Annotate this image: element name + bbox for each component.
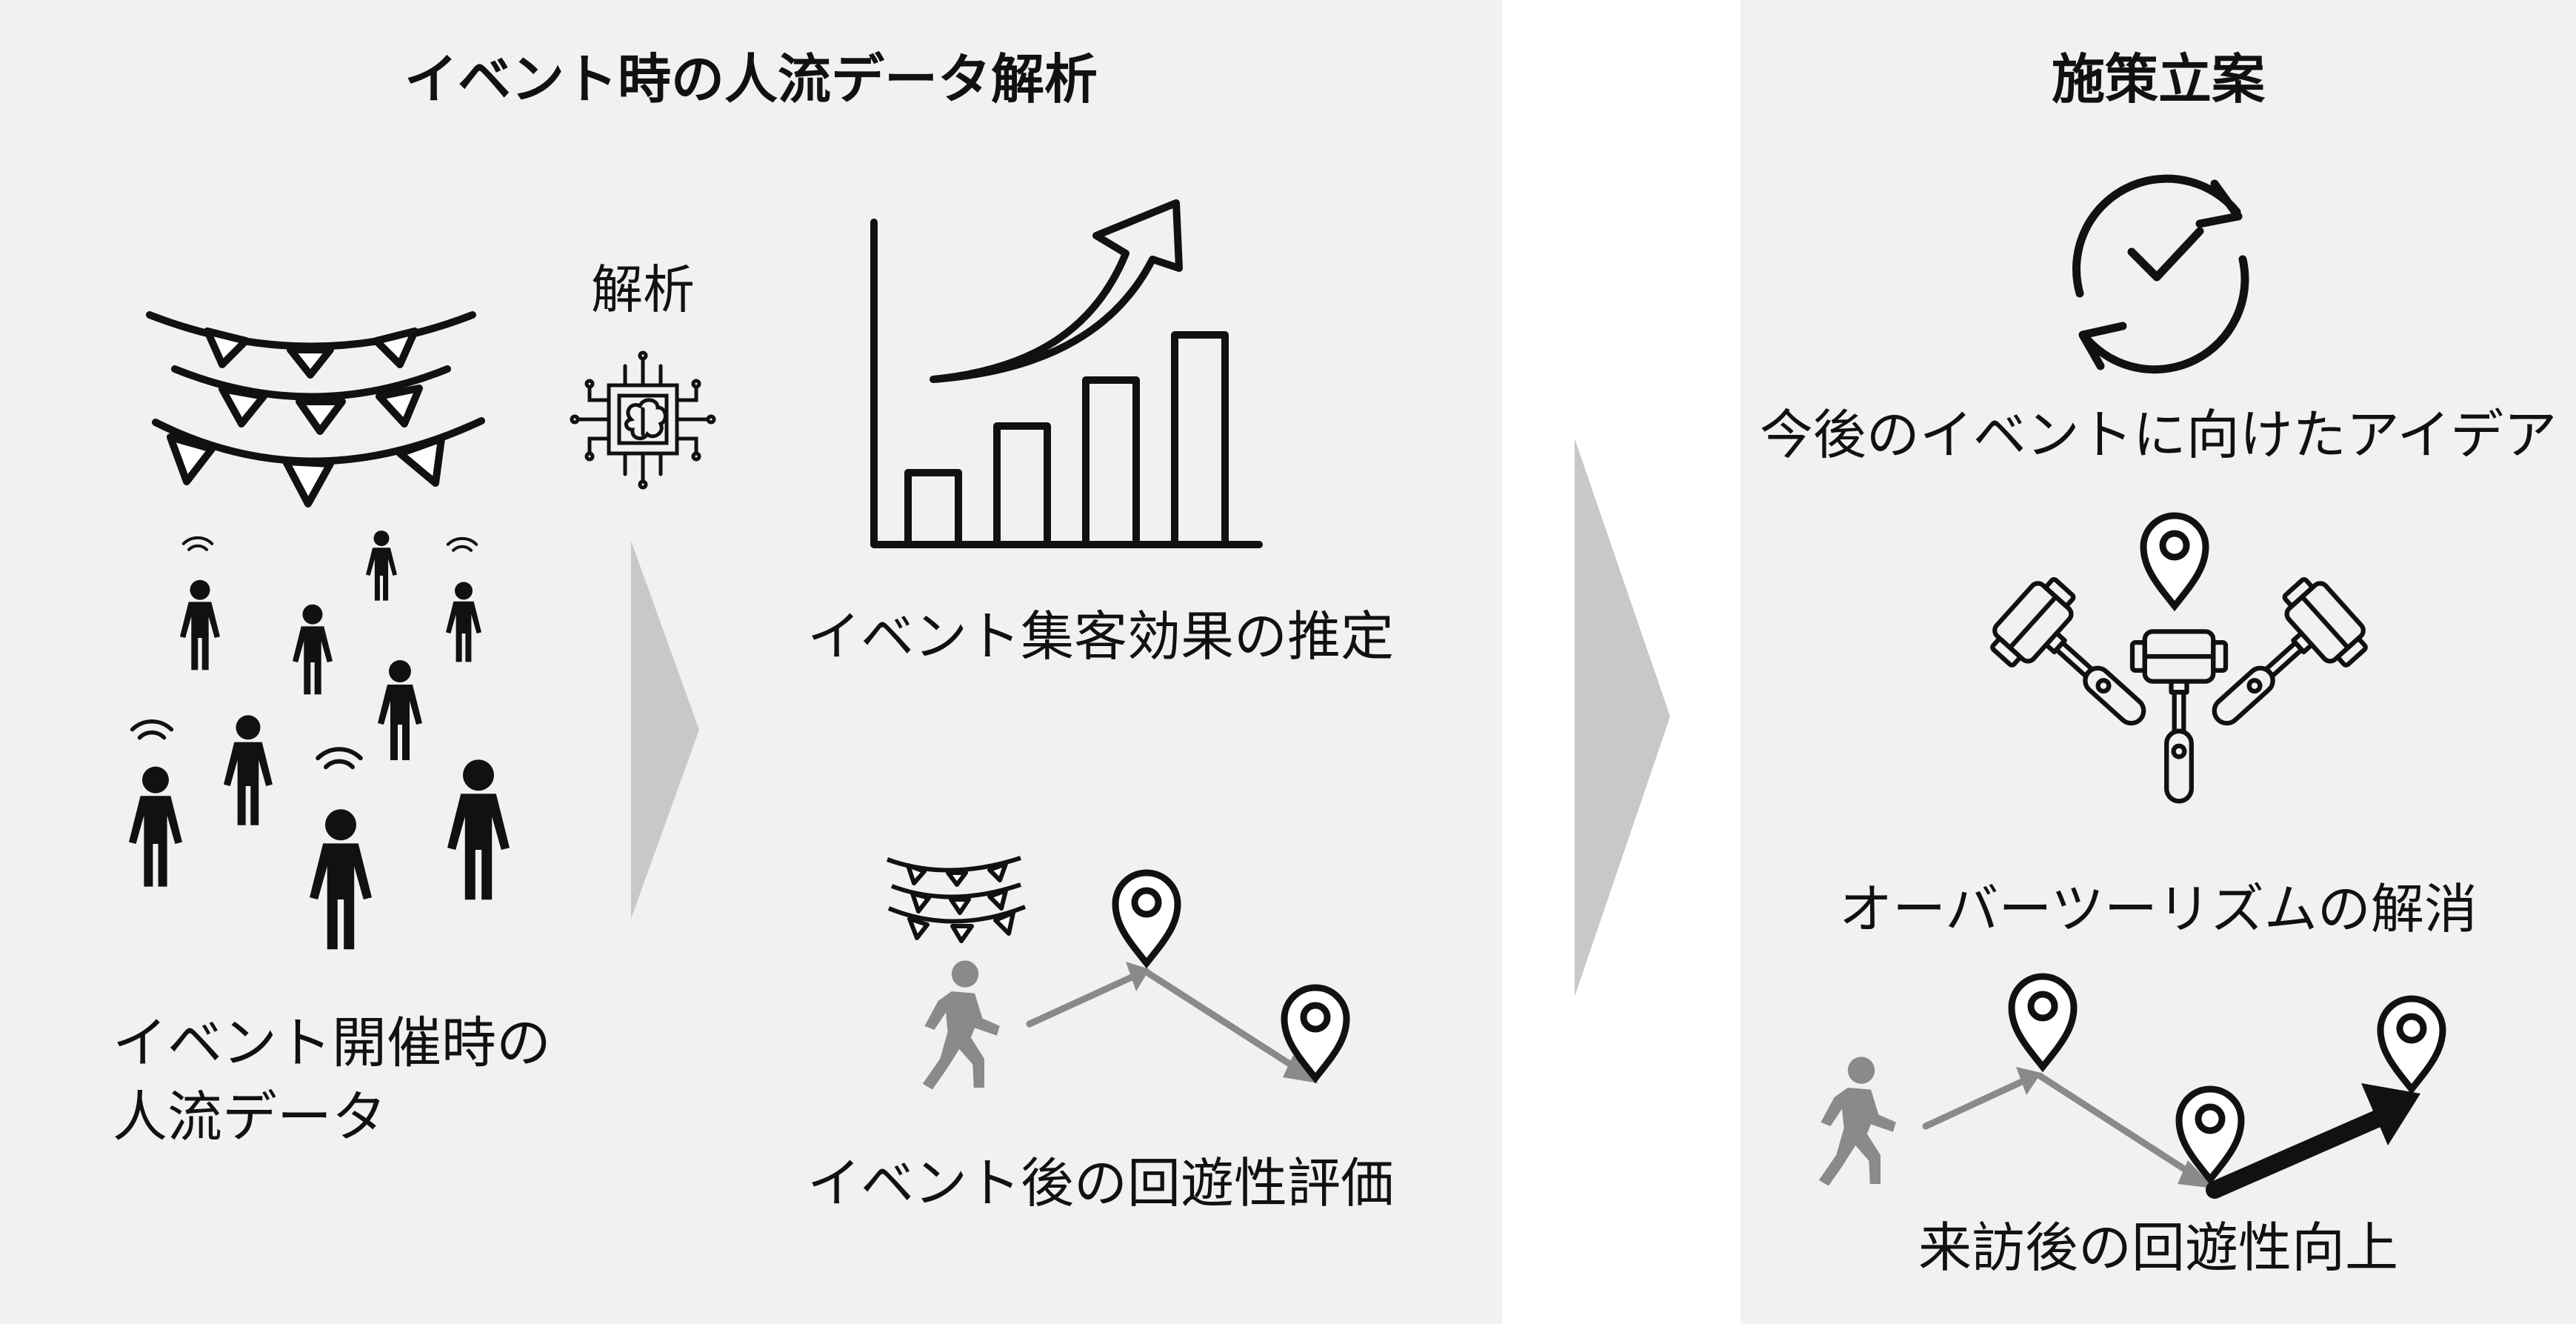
walking-person-icon (922, 960, 1000, 1090)
bar-chart-growth-icon (870, 199, 1263, 548)
bunting-small-icon (886, 856, 1027, 943)
chevron-small-arrow-icon (631, 541, 699, 919)
route-arrows (1922, 1067, 2215, 1188)
right-panel (1741, 0, 2576, 1324)
bold-route-arrow (2206, 1083, 2420, 1199)
left-panel (0, 0, 1502, 1324)
estimate-label: イベント集客効果の推定 (807, 605, 1395, 668)
input-label-line2: 人流データ (113, 1085, 387, 1149)
circulation-eval-label: イベント後の回遊性評価 (807, 1152, 1395, 1214)
bunting-icon (146, 311, 485, 508)
walking-person-icon (1818, 1057, 1896, 1186)
map-pin-icon (2143, 516, 2206, 606)
people-crowd-icon (129, 530, 510, 950)
ai-brain-chip-icon (570, 350, 716, 490)
idea-label: 今後のイベントに向けたアイデア (1759, 404, 2557, 466)
chevron-large-arrow-icon (1575, 439, 1670, 997)
route-arrows (1026, 962, 1318, 1083)
overtourism-label: オーバーツーリズムの解消 (1839, 878, 2477, 940)
map-pin-icon (2012, 977, 2443, 1180)
right-panel-title: 施策立案 (2051, 48, 2266, 110)
input-label-line1: イベント開催時の (113, 1011, 551, 1075)
circulation-improve-label: 来訪後の回遊性向上 (1918, 1217, 2399, 1279)
refresh-check-icon (2072, 174, 2249, 374)
analysis-label: 解析 (591, 259, 695, 320)
left-panel-title: イベント時の人流データ解析 (404, 48, 1098, 110)
